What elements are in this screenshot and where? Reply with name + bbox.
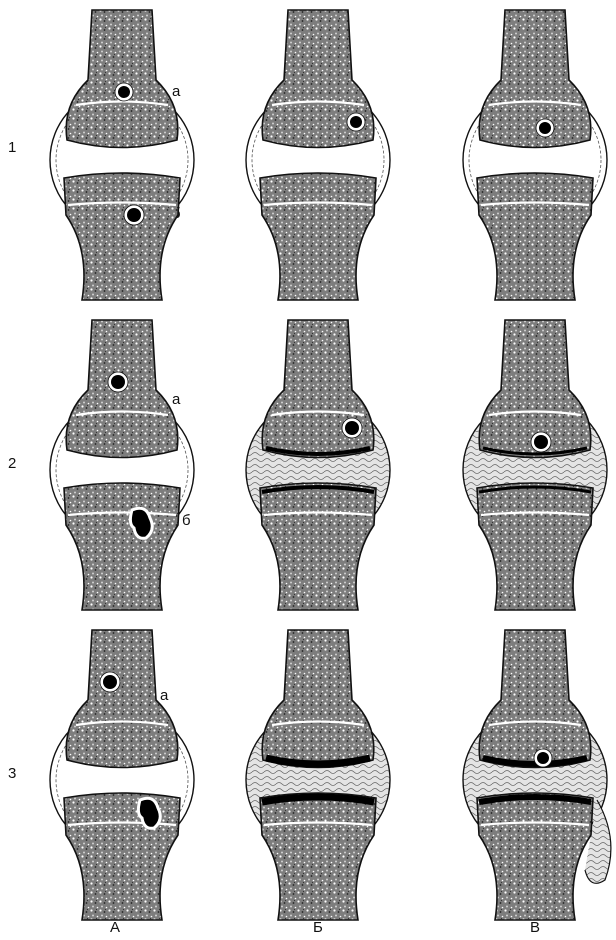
upper-bone (479, 10, 591, 148)
joint-r2c1 (50, 320, 194, 610)
joint-r2c2 (246, 320, 390, 610)
marker-a-row1: а (172, 83, 181, 100)
lesion-focus (111, 375, 125, 389)
row-label-3: 3 (8, 765, 16, 782)
lesion-focus (539, 122, 551, 134)
marker-a-row2: а (172, 391, 181, 408)
marker-b-row2: б (182, 512, 191, 529)
lesion-focus (537, 752, 549, 764)
lower-bone (477, 173, 593, 300)
lower-bone (477, 793, 593, 920)
lesion-focus (534, 435, 548, 449)
lower-bone (260, 793, 376, 920)
joint-r1c1 (50, 10, 194, 300)
upper-bone (66, 10, 178, 148)
column-label-c: В (530, 919, 540, 936)
column-label-a: А (110, 919, 120, 936)
lesion-focus (345, 421, 359, 435)
lower-bone (477, 483, 593, 610)
joint-grid (50, 10, 611, 920)
lesion-focus (118, 86, 130, 98)
joint-r3c3 (463, 630, 611, 920)
joint-r3c2 (246, 630, 390, 920)
row-label-2: 2 (8, 455, 16, 472)
upper-bone (262, 630, 374, 768)
joint-r2c3 (463, 320, 607, 610)
lesion-focus (103, 675, 117, 689)
lower-bone (64, 793, 180, 920)
lesion-focus (127, 208, 141, 222)
lower-bone (260, 483, 376, 610)
lower-bone (64, 173, 180, 300)
column-label-b: Б (313, 919, 323, 936)
lower-bone (64, 483, 180, 610)
marker-a-row3: а (160, 687, 169, 704)
upper-bone (479, 630, 591, 768)
joint-r3c1 (50, 630, 194, 920)
joint-r1c2 (246, 10, 390, 300)
lower-bone (260, 173, 376, 300)
lesion-focus (350, 116, 362, 128)
row-label-1: 1 (8, 139, 16, 156)
joint-r1c3 (463, 10, 607, 300)
